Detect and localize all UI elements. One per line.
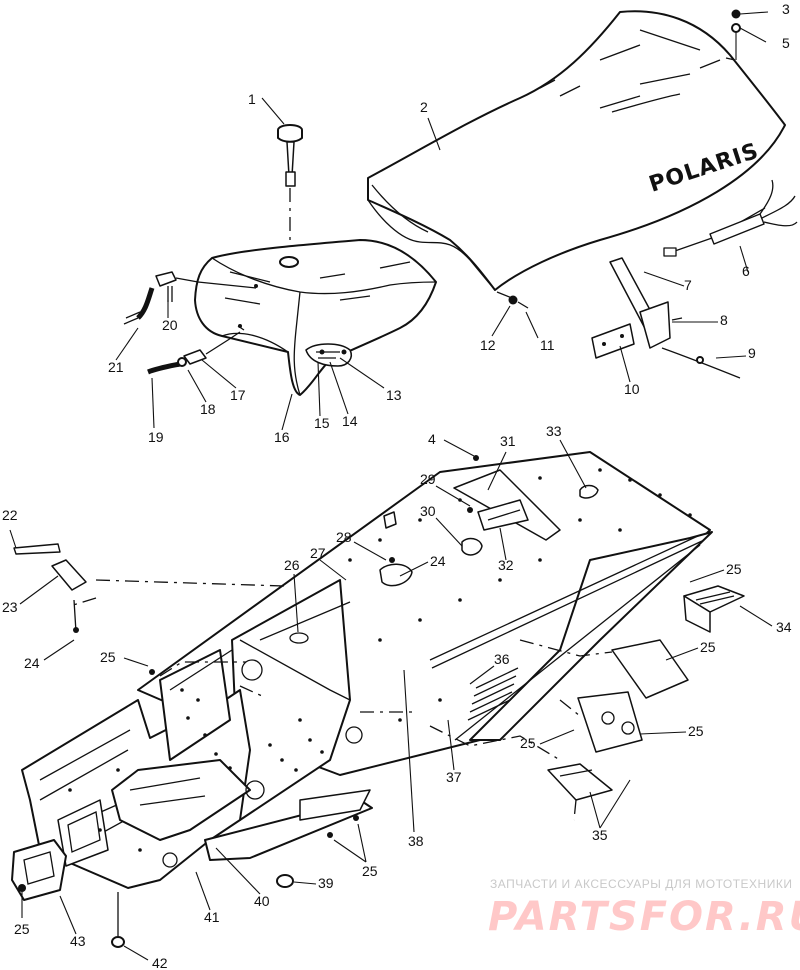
callout-25f: 25 [362,863,378,879]
callout-40: 40 [254,893,270,909]
callout-20: 20 [162,317,178,333]
chassis-brackets [379,455,483,587]
callout-34: 34 [776,619,792,635]
fuel-tank [194,239,437,396]
seat-fastener-3-5 [731,9,769,60]
callout-4: 4 [428,431,436,447]
callout-2: 2 [420,99,428,115]
callout-25d: 25 [688,723,704,739]
callout-24a: 24 [430,553,446,569]
callout-25a: 25 [100,649,116,665]
watermark-site: PARTSFOR.RU [488,894,800,940]
callout-37: 37 [446,769,462,785]
rear-bumper-bracket-34 [683,585,745,633]
seat: POLARIS [367,10,786,291]
callout-13: 13 [386,387,402,403]
callout-31: 31 [500,433,516,449]
rivet-holes [68,468,692,852]
lower-fasteners [111,669,359,948]
callout-25b: 25 [726,561,742,577]
callout-1: 1 [248,91,256,107]
callout-25c: 25 [700,639,716,655]
chassis-frame [21,451,713,889]
callout-32: 32 [498,557,514,573]
callout-41: 41 [204,909,220,925]
callout-5: 5 [782,35,790,51]
callout-3: 3 [782,1,790,17]
callout-11: 11 [540,337,555,353]
callout-9: 9 [748,345,756,361]
callout-33: 33 [546,423,562,439]
callout-25g: 25 [14,921,30,937]
callout-23: 23 [2,599,18,615]
callout-39: 39 [318,875,334,891]
callout-36: 36 [494,651,510,667]
wire-harness [663,179,798,257]
callout-38: 38 [408,833,424,849]
callout-10: 10 [624,381,640,397]
callout-21: 21 [108,359,124,375]
callout-8: 8 [720,312,728,328]
callout-28: 28 [336,529,352,545]
hitch-43 [11,839,67,901]
callout-15: 15 [314,415,330,431]
callout-25e: 25 [520,735,536,751]
fuel-cap [277,124,303,250]
seat-screw [496,291,529,309]
callout-22: 22 [2,507,18,523]
callout-14: 14 [342,413,358,429]
watermark-caption: ЗАПЧАСТИ И АКСЕССУАРЫ ДЛЯ МОТОТЕХНИКИ [490,877,792,891]
callout-19: 19 [148,429,164,445]
callout-18: 18 [200,401,216,417]
callout-27: 27 [310,545,326,561]
side-brackets [547,639,689,801]
hood-latch-plates [453,469,599,541]
callout-35: 35 [592,827,608,843]
callout-43: 43 [70,933,86,949]
callout-26: 26 [284,557,300,573]
callout-24b: 24 [24,655,40,671]
callout-29a: 29 [420,471,436,487]
callout-16: 16 [274,429,290,445]
callout-17: 17 [230,387,246,403]
front-bracket-22-24 [13,543,87,633]
callout-30: 30 [420,503,436,519]
leader-lines [9,97,773,961]
phantom-lines [69,579,613,821]
callout-6: 6 [742,263,750,279]
fuel-lines [123,271,257,375]
callout-42: 42 [152,955,168,970]
callout-12: 12 [480,337,496,353]
strap-and-bracket [591,257,741,379]
callout-7: 7 [684,277,692,293]
watermark: ЗАПЧАСТИ И АКСЕССУАРЫ ДЛЯ МОТОТЕХНИКИ PA… [488,877,800,940]
